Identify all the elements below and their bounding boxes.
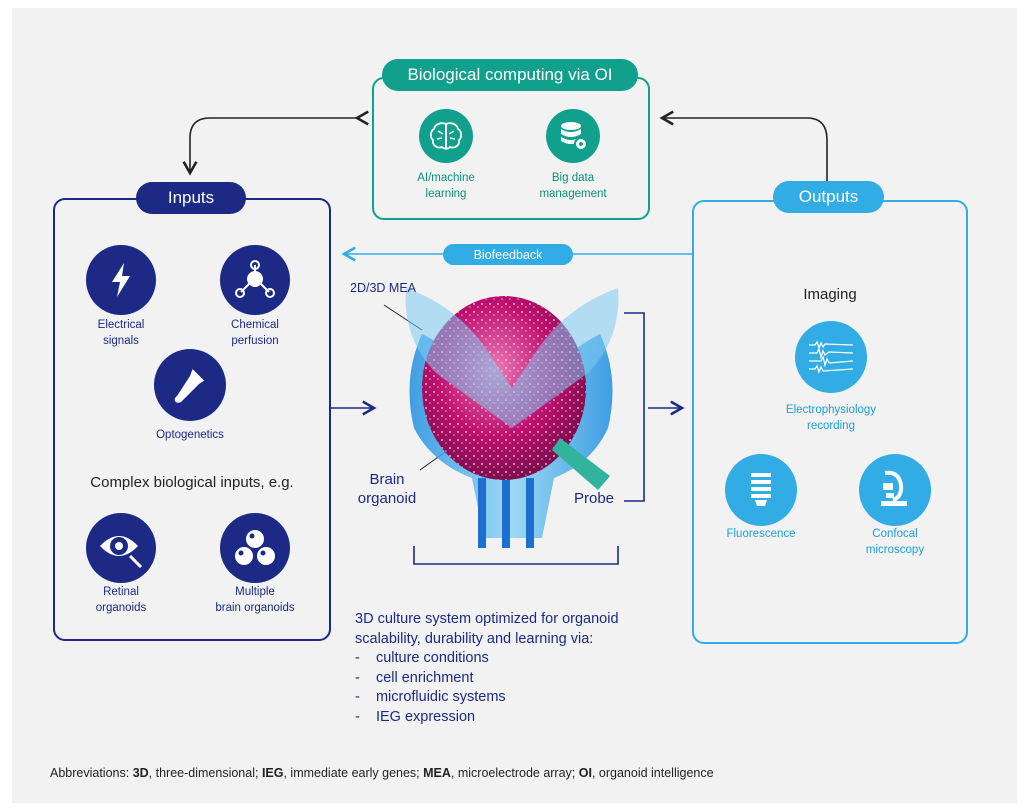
lightbulb-icon	[725, 454, 797, 526]
electrical-label-line2: signals	[103, 335, 139, 347]
complex-inputs-heading: Complex biological inputs, e.g.	[90, 474, 294, 491]
organoid-label-line2: organoid	[357, 490, 417, 507]
biological-computing-title: Biological computing via OI	[382, 59, 638, 91]
chemical-label-line1: Chemical	[231, 319, 279, 331]
culture-bullet: - culture conditions	[355, 650, 489, 666]
ai-label-line1: AI/machine	[417, 172, 475, 184]
organoid-bottom-bracket	[413, 546, 619, 565]
database-gear-icon	[546, 109, 600, 163]
multiple-label-line2: brain organoids	[215, 602, 295, 614]
optogenetics-label: Optogenetics	[156, 429, 224, 441]
inputs-title: Inputs	[136, 182, 246, 214]
culture-intro-line1: 3D culture system optimized for organoid	[355, 611, 619, 627]
waveform-icon	[795, 321, 867, 393]
probe-label: Probe	[574, 490, 615, 507]
retinal-label-line1: Retinal	[103, 586, 139, 598]
organoid-right-bracket	[624, 312, 645, 502]
confocal-label-line1: Confocal	[872, 528, 918, 540]
bigdata-label-line2: management	[539, 188, 607, 200]
electrophysiology-label-line2: recording	[807, 420, 855, 432]
retinal-label-line2: organoids	[95, 602, 147, 614]
mea-label: 2D/3D MEA	[350, 281, 416, 295]
lightning-bolt-icon	[86, 245, 156, 315]
outputs-title: Outputs	[773, 181, 884, 213]
bigdata-label-line1: Big data	[551, 172, 595, 184]
electrophysiology-label-line1: Electrophysiology	[785, 404, 877, 416]
diagram-canvas: Biological computing via OI AI/machine l…	[12, 8, 1017, 803]
multiple-label-line1: Multiple	[235, 586, 275, 598]
culture-bullet: - cell enrichment	[355, 669, 474, 686]
biofeedback-label: Biofeedback	[443, 244, 573, 265]
chemical-label-line2: perfusion	[231, 335, 279, 347]
arrow-top-to-inputs	[182, 110, 369, 176]
microscope-icon	[859, 454, 931, 526]
culture-bullet: - IEG expression	[355, 708, 476, 725]
fluorescence-label: Fluorescence	[726, 528, 796, 540]
brain-organoid-illustration	[405, 288, 619, 548]
culture-bullet: - microfluidic systems	[355, 689, 506, 705]
electrical-label-line1: Electrical	[97, 319, 145, 331]
cell-cluster-icon	[220, 513, 290, 583]
culture-intro-line2: scalability, durability and learning via…	[355, 630, 594, 647]
flashlight-icon	[154, 349, 226, 421]
molecule-icon	[220, 245, 290, 315]
brain-circuit-icon	[419, 109, 473, 163]
culture-system-text: 3D culture system optimized for organoid…	[355, 610, 685, 727]
organoid-label-line1: Brain	[369, 471, 405, 488]
ai-label-line2: learning	[425, 188, 467, 200]
imaging-heading: Imaging	[803, 286, 857, 303]
eye-organoid-icon	[86, 513, 156, 583]
confocal-label-line2: microscopy	[865, 544, 925, 556]
abbreviations-footnote: Abbreviations: 3D, three-dimensional; IE…	[50, 766, 714, 780]
arrow-outputs-to-top	[659, 110, 828, 186]
